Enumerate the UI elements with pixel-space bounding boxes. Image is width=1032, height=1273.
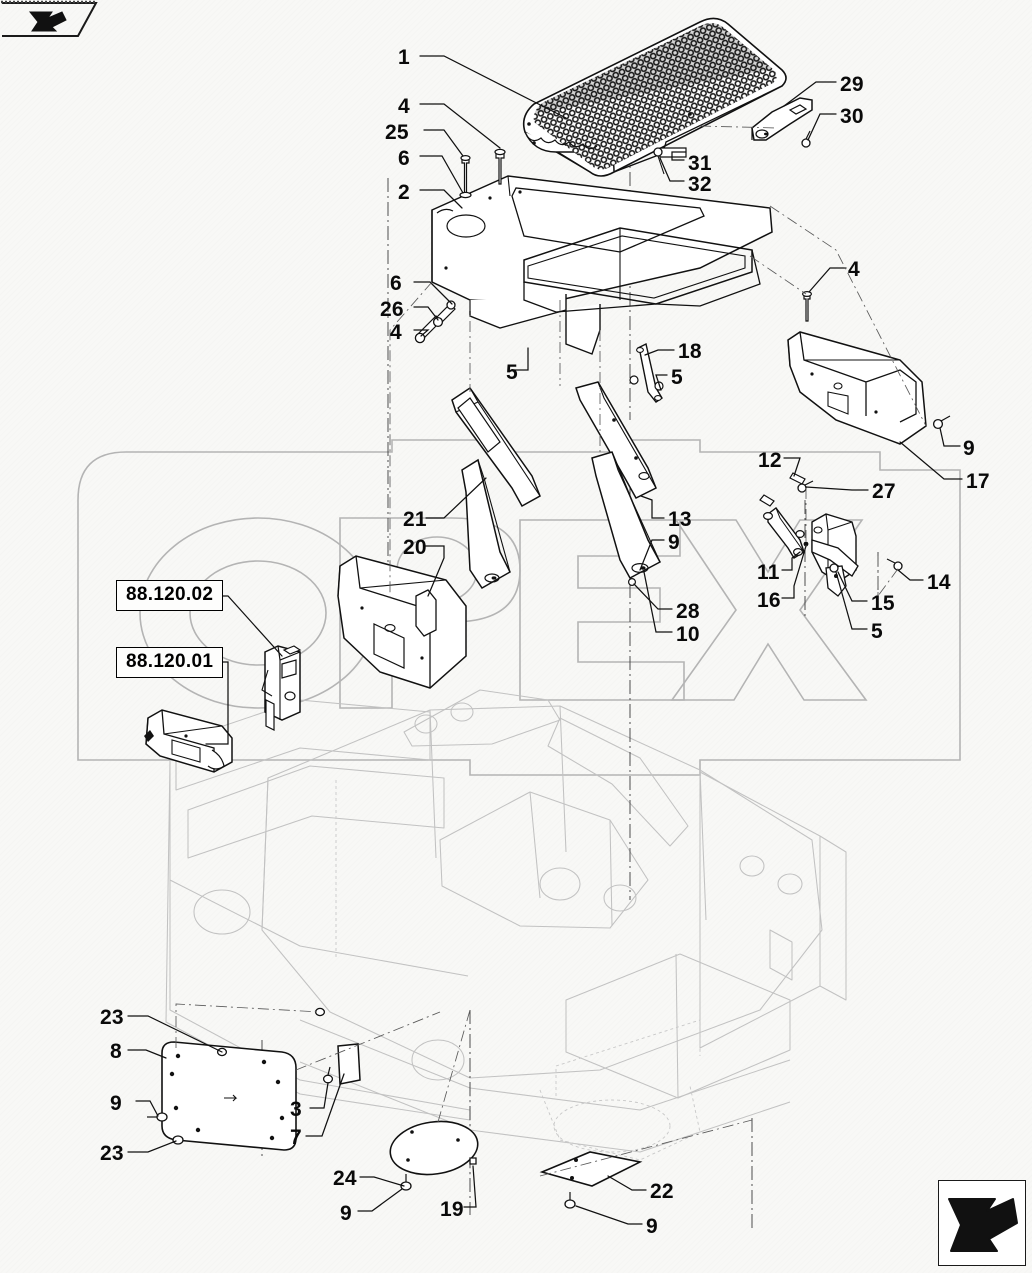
part-31-32-fastener bbox=[653, 147, 687, 175]
ref-part-88-120-01 bbox=[144, 709, 233, 773]
part-20-side-shield bbox=[337, 555, 467, 689]
callout-number-4: 4 bbox=[848, 258, 860, 281]
callout-number-22: 22 bbox=[650, 1180, 674, 1203]
callout-number-5: 5 bbox=[871, 620, 883, 643]
callout-number-13: 13 bbox=[668, 508, 692, 531]
callout-number-19: 19 bbox=[440, 1198, 464, 1221]
part-21-post-left bbox=[451, 386, 541, 508]
callout-number-14: 14 bbox=[927, 571, 951, 594]
callout-number-9: 9 bbox=[340, 1202, 352, 1225]
callout-number-26: 26 bbox=[380, 298, 404, 321]
part-7-plate bbox=[322, 1043, 361, 1085]
callout-number-7: 7 bbox=[290, 1126, 302, 1149]
part-2-floor-plate bbox=[431, 175, 773, 355]
ref-part-88-120-02 bbox=[261, 645, 302, 731]
page-corner-arrow-icon-bottom-right bbox=[938, 1180, 1026, 1266]
callout-number-29: 29 bbox=[840, 73, 864, 96]
callout-number-32: 32 bbox=[688, 173, 712, 196]
callout-number-16: 16 bbox=[757, 589, 781, 612]
part-18-lever bbox=[629, 342, 664, 403]
part-21-post-lower bbox=[461, 458, 511, 589]
callout-number-12: 12 bbox=[758, 449, 782, 472]
part-22-panel bbox=[539, 1151, 643, 1209]
part-17-side-cover bbox=[787, 291, 951, 445]
fastener-group-top-left bbox=[459, 148, 506, 199]
callout-number-5: 5 bbox=[671, 366, 683, 389]
callout-number-9: 9 bbox=[110, 1092, 122, 1115]
callout-number-21: 21 bbox=[403, 508, 427, 531]
callout-number-9: 9 bbox=[646, 1215, 658, 1238]
callout-number-10: 10 bbox=[676, 623, 700, 646]
callout-number-17: 17 bbox=[966, 470, 990, 493]
part-3-frame-grid bbox=[523, 227, 761, 313]
page-corner-arrow-icon-top-left bbox=[1, 0, 98, 37]
callout-number-27: 27 bbox=[872, 480, 896, 503]
callout-number-1: 1 bbox=[398, 46, 410, 69]
callout-number-9: 9 bbox=[963, 437, 975, 460]
callout-number-23: 23 bbox=[100, 1142, 124, 1165]
part-24-oval-cover bbox=[389, 1120, 479, 1191]
callout-number-6: 6 bbox=[390, 272, 402, 295]
callout-number-4: 4 bbox=[398, 95, 410, 118]
callout-number-25: 25 bbox=[385, 121, 409, 144]
callout-number-6: 6 bbox=[398, 147, 410, 170]
reference-box-88.120.02[interactable]: 88.120.02 bbox=[116, 580, 224, 611]
callout-number-11: 11 bbox=[757, 561, 780, 584]
callout-number-23: 23 bbox=[100, 1006, 124, 1029]
part-8-access-door bbox=[147, 1007, 326, 1151]
part-11-actuator bbox=[759, 494, 805, 559]
part-29-handle bbox=[751, 97, 813, 148]
callout-number-31: 31 bbox=[688, 152, 712, 175]
callout-number-8: 8 bbox=[110, 1040, 122, 1063]
reference-box-88.120.01[interactable]: 88.120.01 bbox=[116, 647, 224, 678]
part-19-marker bbox=[469, 1157, 477, 1165]
callout-number-9: 9 bbox=[668, 531, 680, 554]
callout-number-4: 4 bbox=[390, 321, 402, 344]
callout-number-15: 15 bbox=[871, 592, 895, 615]
callout-number-18: 18 bbox=[678, 340, 702, 363]
callout-number-24: 24 bbox=[333, 1167, 357, 1190]
callout-number-5: 5 bbox=[506, 361, 518, 384]
callout-number-3: 3 bbox=[290, 1098, 302, 1121]
callout-number-30: 30 bbox=[840, 105, 864, 128]
callout-number-20: 20 bbox=[403, 536, 427, 559]
callout-number-2: 2 bbox=[398, 181, 410, 204]
part-13-post-lower bbox=[591, 451, 662, 580]
callout-number-28: 28 bbox=[676, 600, 700, 623]
